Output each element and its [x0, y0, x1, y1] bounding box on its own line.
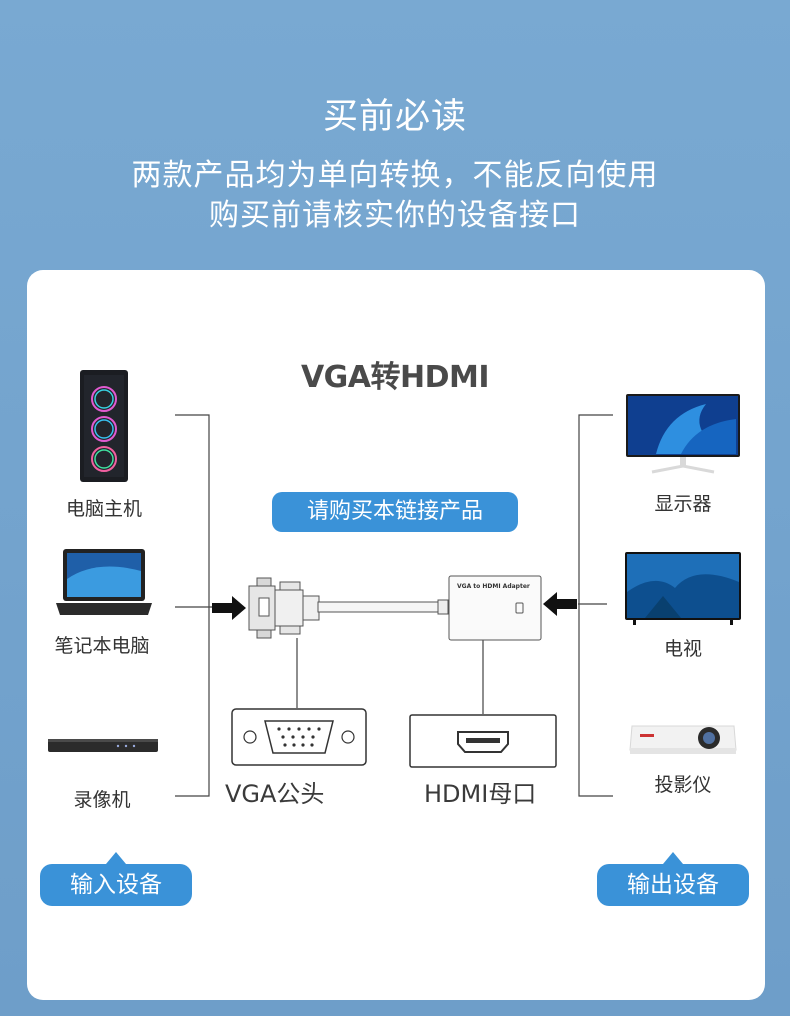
- hdmi-port-icon: [409, 714, 557, 768]
- input-device-label-dvr: 录像机: [73, 789, 131, 811]
- dvr-recorder-icon: [48, 739, 158, 752]
- header-title: 买前必读: [322, 97, 467, 137]
- input-device-label-pc: 电脑主机: [65, 498, 142, 520]
- cable: [317, 599, 449, 615]
- projector-icon: [629, 725, 737, 754]
- header-line-1: 两款产品均为单向转换，不能反向使用: [131, 158, 659, 193]
- output-group-label: 输出设备: [597, 852, 749, 906]
- adapter-text: VGA to HDMI Adapter: [457, 583, 530, 590]
- output-device-label-projector: 投影仪: [654, 774, 712, 796]
- input-arrow-icon: [212, 596, 246, 620]
- input-group-label: 输入设备: [40, 852, 192, 906]
- tv-icon: [625, 552, 741, 625]
- vga-plug-icon: [248, 577, 320, 639]
- vga-male-label: VGA公头: [225, 780, 325, 808]
- monitor-icon: [626, 394, 740, 474]
- laptop-icon: [56, 549, 152, 615]
- hdmi-female-label: HDMI母口: [424, 780, 537, 808]
- output-device-label-monitor: 显示器: [654, 493, 712, 515]
- output-device-label-tv: 电视: [663, 638, 702, 660]
- buy-link-pill: 请购买本链接产品: [272, 492, 518, 532]
- vga-port-icon: [231, 708, 367, 766]
- output-arrow-icon: [543, 592, 577, 616]
- input-device-label-laptop: 笔记本电脑: [54, 635, 150, 657]
- header-line-2: 购买前请核实你的设备接口: [209, 198, 581, 233]
- pc-tower-icon: [80, 370, 128, 482]
- diagram-title: VGA转HDMI: [300, 360, 490, 395]
- hdmi-adapter-box-icon: [448, 575, 542, 641]
